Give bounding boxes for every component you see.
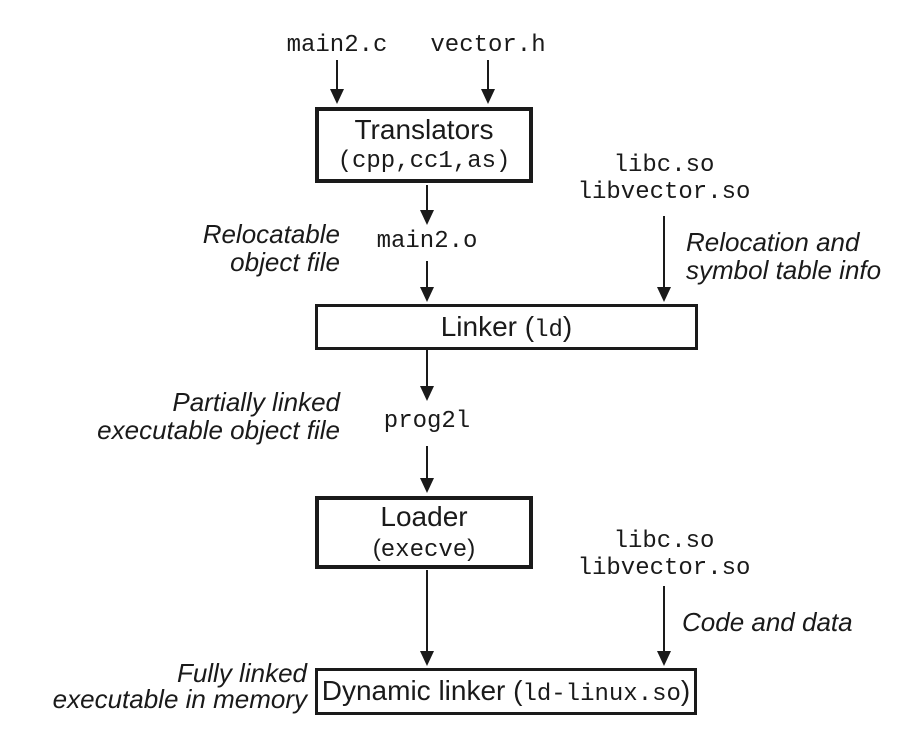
- linker-box: Linker (ld): [315, 304, 698, 350]
- annotation-line: Relocation and: [686, 227, 860, 257]
- translators-tools: (cpp,cc1,as): [337, 148, 511, 175]
- arrow-loader-to-dynamic-linker: [420, 570, 434, 666]
- arrow-head-icon: [481, 89, 495, 104]
- dynamic-linker-title: Dynamic linker (ld-linux.so): [322, 675, 690, 708]
- linker-title-prefix: Linker (: [440, 310, 535, 342]
- loader-paren-open: (: [372, 534, 381, 562]
- shared-lib-libc: libc.so: [613, 528, 715, 555]
- shared-libs-lower-label: libc.so libvector.so: [578, 528, 751, 582]
- arrow-header-to-translators: [481, 60, 495, 104]
- arrow-libs-to-linker: [657, 216, 671, 302]
- shared-lib-libvector: libvector.so: [577, 555, 751, 582]
- arrow-line: [426, 185, 428, 212]
- fully-linked-annotation: Fully linked executable in memory: [53, 660, 307, 712]
- partially-linked-annotation: Partially linked executable object file: [97, 388, 340, 444]
- annotation-line: executable object file: [97, 415, 340, 445]
- shared-libs-upper-label: libc.so libvector.so: [578, 152, 751, 206]
- arrow-translators-to-object: [420, 185, 434, 225]
- annotation-line: Fully linked: [176, 658, 307, 688]
- arrow-line: [426, 261, 428, 289]
- arrow-executable-to-loader: [420, 446, 434, 493]
- arrow-head-icon: [420, 478, 434, 493]
- annotation-line: symbol table info: [686, 255, 882, 285]
- loader-command-line: (execve): [373, 534, 475, 566]
- arrow-head-icon: [657, 287, 671, 302]
- translators-box: Translators (cpp,cc1,as): [315, 107, 533, 183]
- dynamic-linker-command: ld-linux.so: [522, 681, 681, 708]
- loader-command: execve: [380, 536, 468, 564]
- partially-linked-executable-label: prog2l: [383, 408, 471, 435]
- arrow-head-icon: [420, 651, 434, 666]
- linker-title: Linker (ld): [441, 311, 573, 344]
- source-file-label: main2.c: [286, 32, 388, 59]
- arrow-head-icon: [420, 386, 434, 401]
- loader-box: Loader (execve): [315, 496, 533, 569]
- dynamic-linker-title-prefix: Dynamic linker (: [321, 675, 523, 706]
- arrow-line: [336, 60, 338, 91]
- dynamic-linker-title-suffix: ): [680, 675, 691, 706]
- annotation-line: Partially linked: [172, 387, 340, 417]
- loader-title: Loader: [380, 500, 468, 532]
- arrow-head-icon: [420, 210, 434, 225]
- arrow-head-icon: [420, 287, 434, 302]
- arrow-line: [663, 586, 665, 653]
- translators-title: Translators: [354, 114, 494, 145]
- linker-command: ld: [534, 316, 563, 344]
- arrow-source-to-translators: [330, 60, 344, 104]
- code-and-data-annotation: Code and data: [682, 607, 853, 637]
- dynamic-linker-box: Dynamic linker (ld-linux.so): [315, 668, 697, 715]
- annotation-line: object file: [230, 247, 340, 277]
- arrow-line: [426, 570, 428, 653]
- arrow-linker-to-executable: [420, 350, 434, 401]
- linker-title-suffix: ): [562, 310, 573, 342]
- relocatable-object-label: main2.o: [376, 228, 478, 255]
- arrow-line: [487, 60, 489, 91]
- shared-lib-libc: libc.so: [613, 152, 715, 179]
- arrow-object-to-linker: [420, 261, 434, 302]
- arrow-line: [426, 446, 428, 480]
- shared-lib-libvector: libvector.so: [577, 179, 751, 206]
- loader-paren-close: ): [467, 534, 476, 562]
- annotation-line: executable in memory: [52, 684, 307, 714]
- arrow-libs-to-dynamic-linker: [657, 586, 671, 666]
- relocation-info-annotation: Relocation and symbol table info: [686, 228, 881, 284]
- header-file-label: vector.h: [430, 32, 546, 59]
- arrow-line: [426, 350, 428, 388]
- arrow-head-icon: [657, 651, 671, 666]
- relocatable-object-annotation: Relocatable object file: [203, 220, 340, 276]
- arrow-line: [663, 216, 665, 289]
- arrow-head-icon: [330, 89, 344, 104]
- annotation-line: Relocatable: [202, 219, 340, 249]
